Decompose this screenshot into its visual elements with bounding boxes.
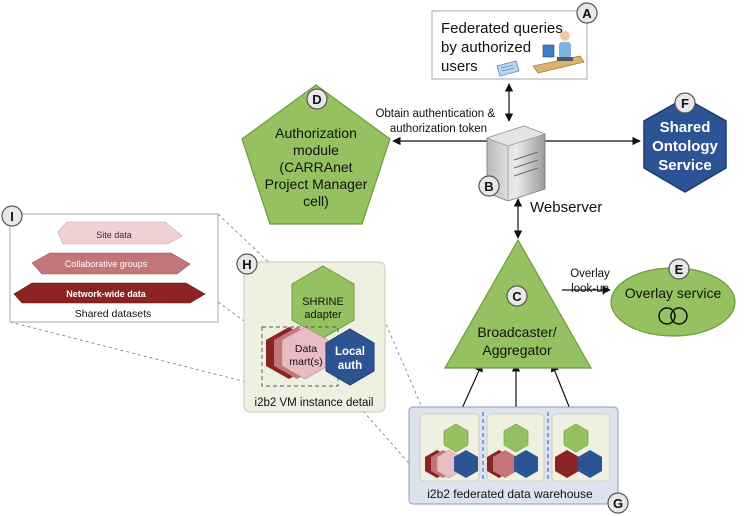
site-data-label: Site data xyxy=(96,230,132,240)
datamart-line-2: mart(s) xyxy=(289,356,322,368)
data-mart-front-hexagon xyxy=(281,326,329,380)
shared-datasets-panel: Site data Collaborative groups Network-w… xyxy=(9,213,219,323)
overlay-rings-icon xyxy=(658,307,688,325)
queries-line-1: Federated queries xyxy=(441,20,563,37)
overlay-service-label: Overlay service xyxy=(625,285,722,301)
overlay-lookup-line-1: Overlay xyxy=(570,268,610,280)
network-wide-layer xyxy=(13,282,206,304)
auth-module-line-3: (CARRAnet xyxy=(279,159,352,175)
webserver-server-icon xyxy=(486,125,546,202)
local-auth-line-2: auth xyxy=(338,360,362,372)
datamart-line-1: Data xyxy=(295,343,317,355)
ontology-line-2: Ontology xyxy=(652,138,718,155)
queries-line-2: by authorized xyxy=(441,39,531,56)
shared-ontology-service: Shared Ontology Service xyxy=(643,97,727,193)
badge-g: G xyxy=(607,492,629,514)
overlay-lookup-line-2: look-up xyxy=(571,283,609,295)
local-auth-line-1: Local xyxy=(335,346,365,358)
queries-line-3: users xyxy=(441,58,478,75)
auth-module-line-5: cell) xyxy=(303,193,329,209)
badge-a: A xyxy=(576,2,598,24)
svg-text:B: B xyxy=(484,179,493,194)
local-auth-hexagon xyxy=(325,328,375,386)
shared-datasets-caption: Shared datasets xyxy=(75,308,151,320)
webserver-label: Webserver xyxy=(530,199,602,216)
badge-d: D xyxy=(306,88,328,110)
warehouse-node-2 xyxy=(486,413,545,482)
authorization-module: Authorization module (CARRAnet Project M… xyxy=(241,84,391,225)
badge-b: B xyxy=(478,175,500,197)
svg-text:F: F xyxy=(681,96,689,111)
ontology-line-3: Service xyxy=(658,157,711,174)
query-document-icon xyxy=(496,60,520,77)
svg-text:H: H xyxy=(242,257,251,272)
ontology-line-1: Shared xyxy=(660,119,711,136)
collab-label: Collaborative groups xyxy=(65,259,148,269)
federated-warehouse-panel: i2b2 federated data warehouse xyxy=(408,406,619,505)
badge-e: E xyxy=(668,258,690,280)
auth-module-line-1: Authorization xyxy=(275,125,357,141)
auth-token-line-2: authorization token xyxy=(390,123,487,135)
auth-module-line-2: module xyxy=(293,142,339,158)
badge-c: C xyxy=(506,285,528,307)
user-at-desk-icon xyxy=(532,31,585,74)
warehouse-caption: i2b2 federated data warehouse xyxy=(427,487,593,501)
shrine-line-2: adapter xyxy=(304,309,342,321)
svg-text:C: C xyxy=(512,289,522,304)
vm-caption: i2b2 VM instance detail xyxy=(255,397,374,409)
broadcaster-line-1: Broadcaster/ xyxy=(477,324,556,340)
svg-text:A: A xyxy=(582,6,592,21)
svg-text:I: I xyxy=(10,209,14,224)
shrine-line-1: SHRINE xyxy=(302,296,344,308)
svg-text:E: E xyxy=(675,262,684,277)
broadcaster-line-2: Aggregator xyxy=(482,342,552,358)
badge-i: I xyxy=(1,205,23,227)
svg-text:D: D xyxy=(312,92,321,107)
auth-module-line-4: Project Manager xyxy=(265,176,368,192)
svg-text:G: G xyxy=(613,496,623,511)
collaborative-groups-layer xyxy=(31,252,191,275)
overlay-service: Overlay service xyxy=(610,267,736,337)
warehouse-node-1 xyxy=(419,413,480,482)
badge-f: F xyxy=(674,92,696,114)
vm-instance-panel: SHRINE adapter Data mart(s) Local auth i… xyxy=(243,261,386,413)
warehouse-node-3 xyxy=(551,413,611,482)
auth-token-line-1: Obtain authentication & xyxy=(375,108,495,120)
badge-h: H xyxy=(236,253,258,275)
network-wide-label: Network-wide data xyxy=(66,289,147,299)
site-data-layer xyxy=(57,221,183,245)
